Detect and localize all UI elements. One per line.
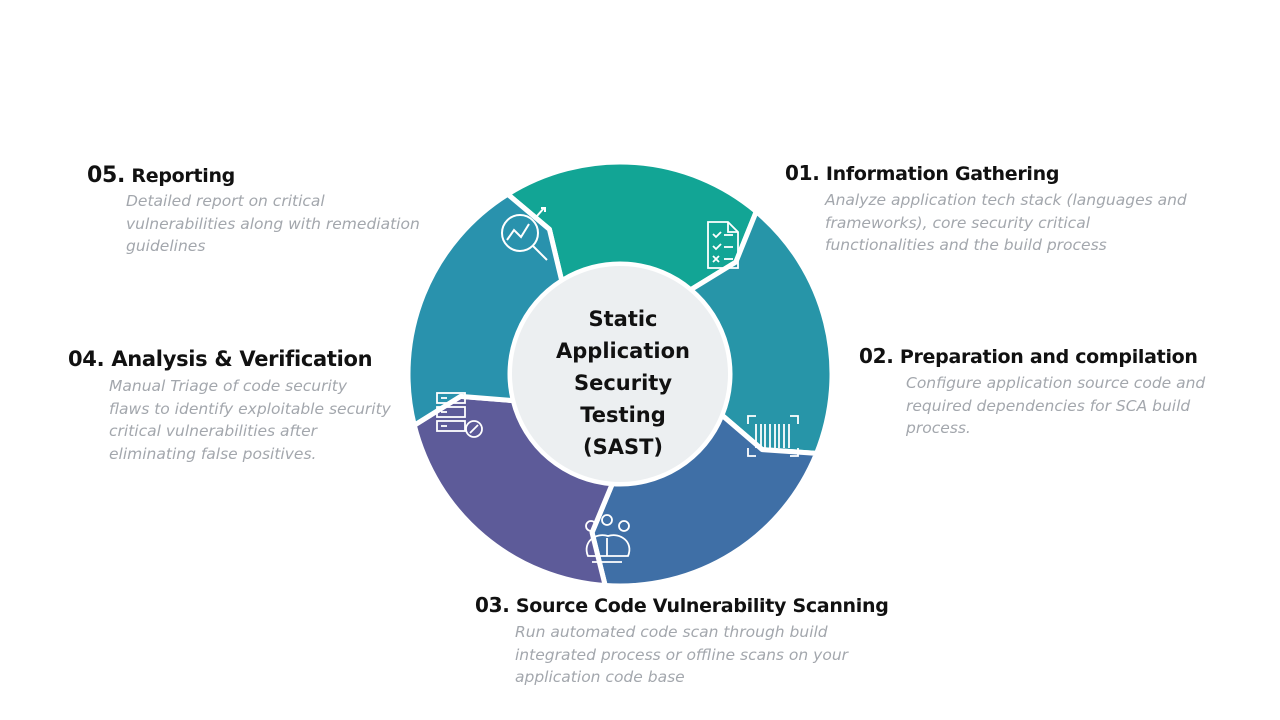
step-title-text: Reporting	[131, 165, 235, 187]
center-title: Static Application Security Testing (SAS…	[538, 303, 708, 463]
step-title: 01. Information Gathering	[785, 161, 1187, 185]
center-title-line: Static	[588, 307, 658, 331]
step-description: Analyze application tech stack (language…	[825, 189, 1187, 257]
center-title-line: Testing	[580, 403, 666, 427]
step-title-text: Source Code Vulnerability Scanning	[515, 595, 889, 617]
center-hub	[508, 262, 732, 486]
cycle-segments	[405, 159, 835, 589]
description-line: Run automated code scan through build	[515, 623, 828, 641]
description-line: application code base	[515, 668, 685, 686]
description-line: flaws to identify exploitable security	[109, 399, 391, 418]
description-line: functionalities and the build process	[825, 236, 1107, 254]
description-line: required dependencies for SCA build	[906, 396, 1191, 415]
description-line: Configure application source code and	[906, 374, 1206, 392]
step-preparation-compilation: 02. Preparation and compilation Configur…	[859, 344, 1205, 440]
step-title: 02. Preparation and compilation	[859, 344, 1205, 368]
step-title: 04. Analysis & Verification	[68, 347, 391, 371]
description-line: eliminating false positives.	[109, 444, 317, 463]
step-number: 04.	[68, 347, 105, 371]
description-line: guidelines	[126, 237, 206, 255]
barcode-scan-icon	[747, 415, 799, 457]
step-number: 05.	[87, 163, 126, 188]
step-title: 03. Source Code Vulnerability Scanning	[475, 593, 889, 617]
step-description: Run automated code scan through build in…	[515, 621, 889, 689]
step-description: Configure application source code and re…	[906, 372, 1205, 440]
magnifier-analytics-icon	[501, 207, 548, 261]
center-title-line: Security	[573, 371, 673, 395]
step-title-text: Preparation and compilation	[899, 346, 1198, 368]
description-line: vulnerabilities along with remediation	[126, 214, 420, 233]
description-line: Analyze application tech stack (language…	[825, 191, 1187, 209]
step-description: Manual Triage of code security flaws to …	[109, 375, 391, 465]
step-number: 02.	[859, 344, 894, 368]
description-line: Detailed report on critical	[126, 192, 325, 210]
server-security-icon	[436, 392, 483, 438]
step-reporting: 05. Reporting Detailed report on critica…	[87, 163, 420, 258]
center-title-line: (SAST)	[582, 435, 664, 459]
description-line: critical vulnerabilities after	[109, 422, 317, 440]
step-title-text: Analysis & Verification	[111, 347, 373, 371]
document-checklist-icon	[707, 221, 739, 269]
step-description: Detailed report on critical vulnerabilit…	[126, 190, 420, 258]
description-line: Manual Triage of code security	[109, 377, 348, 395]
step-title-text: Information Gathering	[825, 163, 1060, 185]
description-line: frameworks), core security critical	[825, 213, 1091, 232]
brain-gears-icon	[585, 514, 631, 563]
step-number: 01.	[785, 161, 820, 185]
step-title: 05. Reporting	[87, 163, 420, 188]
step-number: 03.	[475, 593, 510, 617]
step-source-code-scanning: 03. Source Code Vulnerability Scanning R…	[475, 593, 889, 689]
step-analysis-verification: 04. Analysis & Verification Manual Triag…	[68, 347, 391, 465]
description-line: process.	[906, 419, 971, 437]
description-line: integrated process or offline scans on y…	[515, 645, 849, 664]
step-information-gathering: 01. Information Gathering Analyze applic…	[785, 161, 1187, 257]
center-title-line: Application	[556, 339, 690, 363]
